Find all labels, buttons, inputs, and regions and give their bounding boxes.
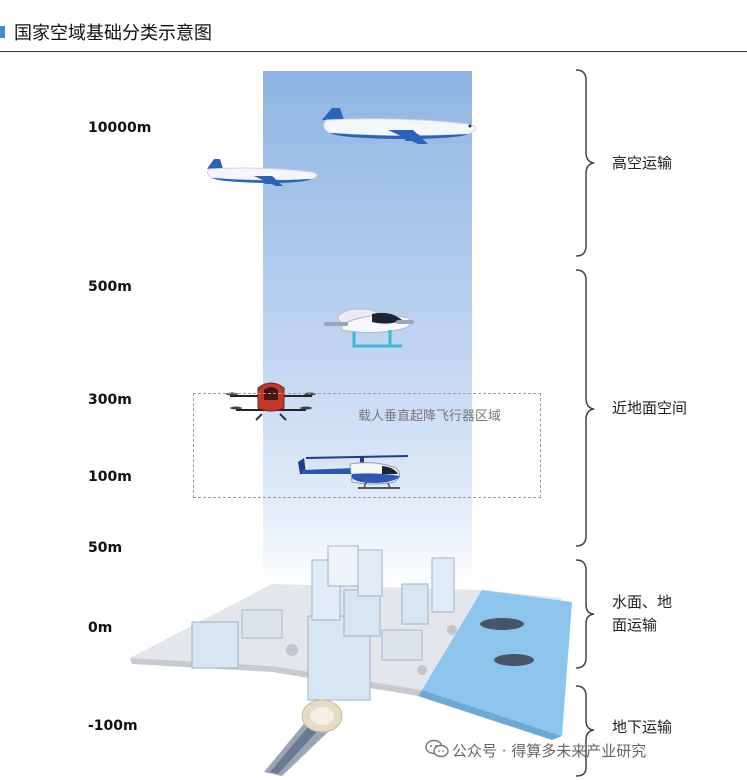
tunnel-pipe-icon <box>260 686 350 776</box>
evtol-region-label: 载人垂直起降飞行器区域 <box>358 405 501 424</box>
brace-high-altitude <box>572 68 598 258</box>
altitude-label-0: 0m <box>88 620 112 636</box>
zone-label-surface-line2: 面运输 <box>612 614 657 637</box>
brace-surface <box>572 558 598 670</box>
airliner-icon <box>318 106 486 146</box>
airliner-icon <box>204 158 324 188</box>
altitude-label-10000: 10000m <box>88 120 151 136</box>
page-title: 国家空域基础分类示意图 <box>14 19 212 45</box>
altitude-label-100: 100m <box>88 469 132 485</box>
header-divider <box>0 51 747 52</box>
evtol-aircraft-icon <box>320 300 420 355</box>
altitude-label-500: 500m <box>88 279 132 295</box>
header-accent-mark <box>0 26 5 38</box>
zone-label-near-ground: 近地面空间 <box>612 397 687 420</box>
altitude-label-300: 300m <box>88 392 132 408</box>
brace-near-ground <box>572 268 598 548</box>
altitude-label-50: 50m <box>88 540 122 556</box>
watermark: 公众号 · 得算多未来产业研究 <box>452 740 646 761</box>
zone-label-underground: 地下运输 <box>612 716 672 739</box>
wechat-icon <box>425 739 449 759</box>
zone-label-surface-line1: 水面、地 <box>612 591 672 614</box>
helicopter-icon <box>296 452 412 496</box>
brace-underground <box>572 684 598 778</box>
zone-label-high-altitude: 高空运输 <box>612 152 672 175</box>
city-icon <box>122 540 582 740</box>
